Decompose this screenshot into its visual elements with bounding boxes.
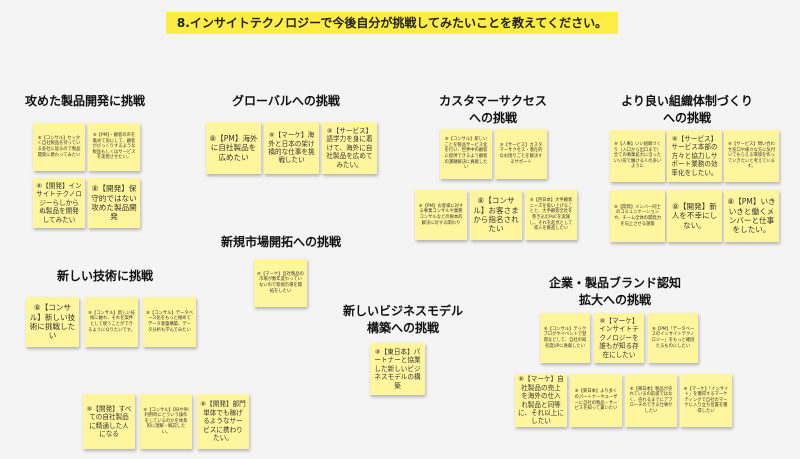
sticky-note[interactable]: ⑧【開発】メンバー同士のコミュニケーションや、チーム全体の開発力を向上させる施策 [610,190,665,242]
section-heading-brand: 企業・製品ブランド認知 拡大への挑戦 [548,276,681,307]
sticky-note[interactable]: ⑧【コンサル】DBやPII利用時にどういう操作をしているのかを体系的に理解・解説… [140,394,192,449]
sticky-note[interactable]: ⑧【開発】すべての自社製品に精通した人になる [83,394,135,449]
question-banner: 8.インサイトテクノロジーで今後自分が挑戦してみたいことを教えてください。 [166,12,618,34]
sticky-note[interactable]: ⑧【マーケ】自社製品の売上を海外の仕入れ製品と同等に、それ以上にしたい [515,374,567,427]
sticky-note[interactable]: ⑧【開発】新人を不幸にしない。 [667,190,722,242]
section-heading-global: グローバルへの挑戦 [232,94,340,108]
sticky-note[interactable]: ⑧【サービス】語学力を身に着けて、海外に自社製品を広めてみたい。 [322,122,377,174]
section-heading-organization: より良い組織体制づくり への挑戦 [621,94,753,125]
sticky-note[interactable]: ⑧【PM】お客様に対する事業コンサルや業務コンサルなどの根本的解決に対する関わり [415,190,467,240]
sticky-note[interactable]: ⑧【東日本】製品が売れているの前提ではなく、売れるまでにアプローチのできる仕事が… [625,374,677,427]
sticky-note[interactable]: ⑧【コンサル】新しいことを製品サービス化を行い、世界中の顧客に提供できるよう顧客… [440,129,492,179]
sticky-note[interactable]: ⑧【コンサル】テックブログやイベントで登壇などして、自社の知名度UPに貢献したい [540,313,590,363]
sticky-note[interactable]: ⑧【人事】いい組織づくり（入口から出口まで）全ての事業拡大に沿ったいい形で働ける… [610,130,665,182]
sticky-note[interactable]: ⑧【コンサル】セッかく自社製品を持っている会社に居るので製品開発に携わってみたい [33,123,85,171]
section-heading-business-model: 新しいビジネスモデル 構築への挑戦 [342,304,463,335]
sticky-note[interactable]: ⑧【西日本】大手顧客ニーズを吸い上げることと、大手顧客全社を巻き込むPoCを実施… [525,190,577,240]
sticky-note[interactable]: ⑧【コンサル】お客さまから指名されたい [470,190,522,240]
sticky-note[interactable]: ⑧【サービス】サービス本部の方々と協力しサポート業務の効率化をしたい。 [667,130,722,182]
sticky-note[interactable]: ⑧【開発】保守的ではない攻めた製品開発 [88,178,140,228]
sticky-note[interactable]: ⑧【サービス】問い合わせ窓口や様々な方に気付いてもらえる環境を作っていきたいと考… [724,130,779,182]
section-heading-product-dev: 攻めた製品開発に挑戦 [25,94,146,108]
sticky-note[interactable]: ⑧【コンサル】新しい技術に挑戦したい [26,297,79,347]
sticky-note[interactable]: ⑧【コンサル】新しい技術に触れ、それを案件として使うことができるようになりたいで… [85,297,138,347]
sticky-note[interactable]: ⑧【東日本】パートナーと協業した新しいビジネスモデルの構築 [370,343,425,395]
section-heading-new-tech: 新しい技術に挑戦 [57,269,154,283]
sticky-note[interactable]: ⑧【マーケ】海外と日本の架け橋的な仕事を挑戦したい [264,122,319,174]
sticky-note[interactable]: ⑧【マーケ】「インサイト」を獲得するマーケティングで自社のマーケに入り立ち位置を… [680,374,732,427]
sticky-note[interactable]: ⑧【東日本】より多くのパートナーやユーザーに自社の製品・サービスを知って貰いたい [570,374,622,427]
sticky-note[interactable]: ⑧【PM】「データベースのインサイトテクノロジー」をもっと確固たるものにしたい [648,313,698,363]
sticky-note[interactable]: ⑧【コンサル】データベース化をもっと極めてデータ基盤構築、データ分析も学んでみた… [143,297,196,347]
sticky-note[interactable]: ⑧【PM】海外に自社製品を広めたい [206,122,261,174]
sticky-note[interactable]: ⑧【マーケ】インサイトテクノロジーを誰もが知る存在にしたい [594,313,644,363]
sticky-note[interactable]: ⑧【マーケ】自社製品の市場が数年変わっていないので新規市場を開拓をしたい [254,259,307,307]
sticky-note[interactable]: ⑧【開発】インサイトテクノロジーらしからぬ製品を開発してみたい [33,178,85,228]
sticky-note[interactable]: ⑧【開発】部門単体でも稼げるようなサービスに携わりたい。 [197,394,249,449]
sticky-note[interactable]: ⑧【サービス】カスタマーサクセス・潜在的なお困りごとを解決するサポート [495,129,547,179]
sticky-note[interactable]: ⑧【PM】・顧客の声を集めて形にして、顧客がびっくりするような製品もしくはサービ… [88,123,140,171]
section-heading-customer-success: カスタマーサクセス への挑戦 [439,94,547,125]
section-heading-new-market: 新規市場開拓への挑戦 [221,235,342,249]
sticky-note[interactable]: ⑧【PM】いきいきと働くメンバーと仕事をしたい。 [724,190,779,242]
